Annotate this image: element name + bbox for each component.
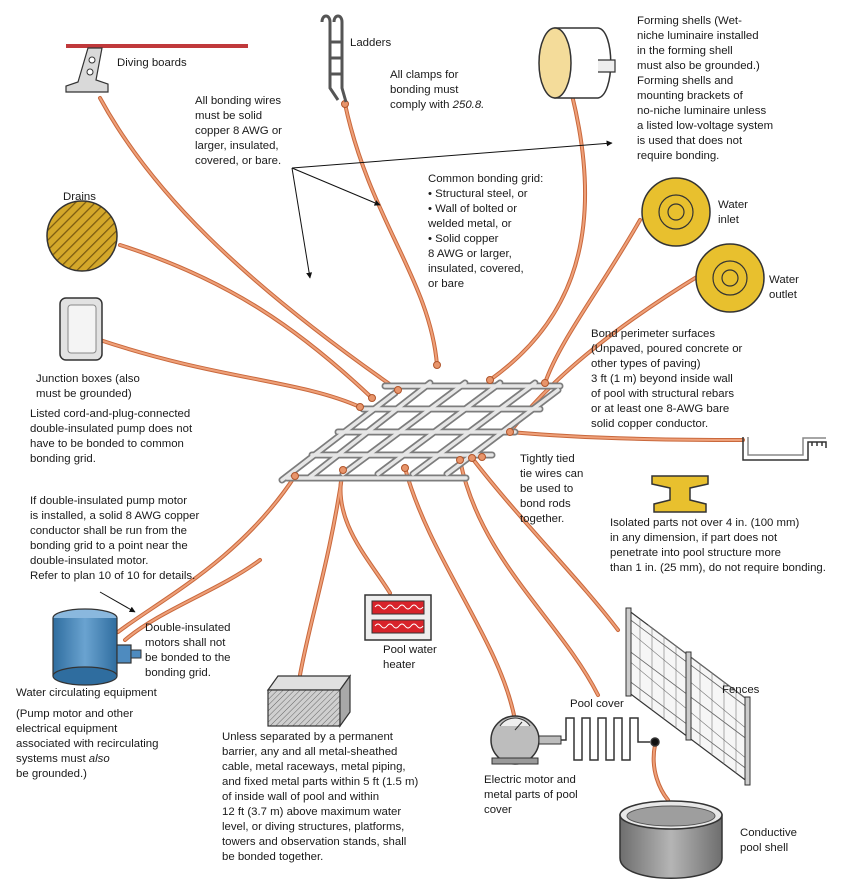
label-double-insulated-motor: If double-insulated pump motor is instal…: [30, 495, 200, 582]
label-forming-shells: Forming shells (Wet- niche luminaire ins…: [637, 15, 774, 162]
drain-icon: [46, 200, 118, 272]
label-junction-boxes: Junction boxes (also must be grounded): [36, 373, 140, 400]
label-common-bonding-grid: Common bonding grid: • Structural steel,…: [428, 173, 544, 290]
label-electric-motor: Electric motor and metal parts of pool c…: [484, 774, 578, 816]
label-bond-perimeter: Bond perimeter surfaces (Unpaved, poured…: [591, 328, 743, 430]
label-cord-plug-pump: Listed cord-and-plug-connected double-in…: [30, 408, 193, 465]
electric-motor-icon: [490, 715, 562, 765]
common-bonding-grid: [278, 379, 564, 484]
label-drains: Drains: [63, 191, 96, 203]
wire-heater: [338, 468, 392, 595]
label-conductive-pool-shell: Conductive pool shell: [740, 827, 797, 854]
pump-note-b: be grounded.): [16, 768, 87, 780]
label-water-circulating-equipment: Water circulating equipment: [16, 687, 157, 699]
label-tie-wires: Tightly tied tie wires can be used to bo…: [520, 453, 584, 525]
perimeter-surface-profile-icon: [742, 437, 827, 461]
label-water-inlet: Water inlet: [718, 199, 748, 226]
label-pool-cover: Pool cover: [570, 698, 624, 710]
pointer-arrows: [99, 140, 613, 613]
ladder-icon: [320, 14, 348, 103]
label-bonding-wires: All bonding wires must be solid copper 8…: [195, 95, 282, 167]
wire-ladder: [343, 102, 439, 367]
water-circulating-pump-icon: [52, 608, 142, 686]
label-isolated-parts: Isolated parts not over 4 in. (100 mm) i…: [610, 517, 826, 574]
water-outlet-icon: [695, 243, 765, 313]
label-pump-grounding-note: (Pump motor and other electrical equipme…: [16, 707, 158, 782]
label-water-outlet: Water outlet: [769, 274, 799, 301]
luminaire-forming-shell-icon: [538, 27, 616, 99]
pump-note-a: (Pump motor and other electrical equipme…: [16, 708, 159, 765]
label-clamps: All clamps for bonding must comply with …: [390, 68, 484, 113]
metal-parts-box-icon: [266, 674, 352, 728]
junction-box-icon: [59, 297, 103, 361]
label-fences: Fences: [722, 684, 760, 696]
water-inlet-icon: [641, 177, 711, 247]
label-motors-not-bonded: Double-insulated motors shall not be bon…: [145, 622, 231, 679]
fence-icon: [625, 607, 751, 786]
label-metal-parts-bonding: Unless separated by a permanent barrier,…: [222, 731, 419, 863]
pool-water-heater-icon: [364, 594, 432, 641]
wire-electric-motor: [403, 466, 517, 722]
diving-board-icon: [65, 44, 248, 93]
pump-note-also: also: [88, 753, 110, 765]
wire-connection-dots: [291, 100, 549, 480]
isolated-part-icon: [651, 475, 709, 513]
label-ladders: Ladders: [350, 37, 392, 49]
label-clamps-ref: 250.8.: [452, 99, 485, 111]
pool-cover-icon: [561, 717, 660, 761]
conductive-pool-shell-icon: [619, 800, 723, 879]
label-pool-water-heater: Pool water heater: [383, 644, 437, 671]
label-diving-boards: Diving boards: [117, 57, 187, 69]
label-clamps-text: All clamps for bonding must comply with: [390, 69, 459, 111]
